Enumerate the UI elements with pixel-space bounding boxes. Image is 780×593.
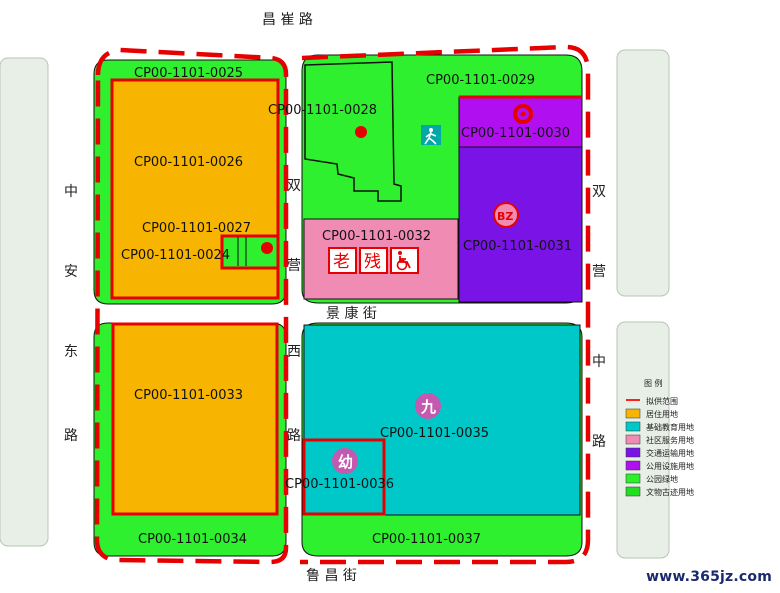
marker-dot-0028 xyxy=(355,126,367,138)
legend-label: 基础教育用地 xyxy=(646,422,694,432)
nine-year-school-symbol: 九 xyxy=(420,398,436,416)
parcel-label-0029: CP00-1101-0029 xyxy=(426,73,535,88)
nine-year-school-icon xyxy=(415,393,441,419)
bus-station-symbol: BZ xyxy=(497,210,513,223)
pedestrian-icon xyxy=(421,125,441,145)
legend-swatch xyxy=(625,473,641,484)
parcel-label-0026: CP00-1101-0026 xyxy=(134,155,243,170)
parcel-label-0028: CP00-1101-0028 xyxy=(268,103,377,118)
street-west-4: 路 xyxy=(64,428,78,444)
boundary-east xyxy=(300,44,591,565)
legend-swatch xyxy=(625,421,641,432)
parcel-label-0025: CP00-1101-0025 xyxy=(134,66,243,81)
parcel-label-0024: CP00-1101-0024 xyxy=(121,248,230,263)
legend-label: 拟供范围 xyxy=(646,396,678,406)
street-mid-3: 西 xyxy=(287,344,301,360)
disabled-care-symbol: 残 xyxy=(364,252,381,272)
street-west-1: 中 xyxy=(64,184,78,200)
parcel-label-0036: CP00-1101-0036 xyxy=(285,477,394,492)
legend-title: 图 例 xyxy=(644,378,663,388)
parcel-0031-area xyxy=(458,146,583,303)
parcel-0033-area xyxy=(112,323,278,515)
kindergarten-symbol: 幼 xyxy=(338,453,353,471)
street-west-2: 安 xyxy=(64,264,78,280)
parcel-label-0027: CP00-1101-0027 xyxy=(142,221,251,236)
street-east-4: 路 xyxy=(592,434,606,450)
parcel-label-0030: CP00-1101-0030 xyxy=(461,126,570,141)
bus-station-icon xyxy=(493,202,519,228)
legend-label: 交通运输用地 xyxy=(646,448,694,458)
parcel-label-0031: CP00-1101-0031 xyxy=(463,239,572,254)
legend-swatch xyxy=(625,434,641,445)
street-bottom: 鲁 昌 街 xyxy=(306,568,357,584)
legend-label: 公用设施用地 xyxy=(646,461,694,471)
kindergarten-icon xyxy=(332,448,358,474)
street-west-3: 东 xyxy=(64,344,78,360)
disabled-care-icon xyxy=(359,247,388,274)
elderly-care-icon xyxy=(328,247,357,274)
legend-label: 社区服务用地 xyxy=(646,435,694,445)
watermark: www.365jz.com xyxy=(646,569,772,585)
legend-label: 居住用地 xyxy=(646,409,678,419)
street-top: 昌 崔 路 xyxy=(262,12,313,28)
parcel-label-0034: CP00-1101-0034 xyxy=(138,532,247,547)
legend-label: 公园绿地 xyxy=(646,474,678,484)
street-mid-4: 路 xyxy=(287,428,301,444)
street-east-2: 营 xyxy=(592,264,606,280)
parcel-label-0033: CP00-1101-0033 xyxy=(134,388,243,403)
legend-swatch xyxy=(625,460,641,471)
east-block-north xyxy=(616,49,670,297)
legend-swatch xyxy=(625,447,641,458)
street-east-1: 双 xyxy=(592,184,606,200)
street-middle-horizontal: 景 康 街 xyxy=(326,305,377,322)
marker-dot-0024 xyxy=(261,242,273,254)
legend-swatch xyxy=(625,408,641,419)
parcel-label-0032: CP00-1101-0032 xyxy=(322,229,431,244)
street-east-3: 中 xyxy=(592,354,606,370)
parcel-label-0035: CP00-1101-0035 xyxy=(380,426,489,441)
west-block xyxy=(0,57,49,547)
legend-label: 文物古迹用地 xyxy=(646,487,694,497)
legend: 图 例 拟供范围居住用地基础教育用地社区服务用地交通运输用地公用设施用地公园绿地… xyxy=(625,378,694,497)
parcel-label-0037: CP00-1101-0037 xyxy=(372,532,481,547)
east-block-south xyxy=(616,321,670,559)
legend-swatch xyxy=(625,486,641,497)
street-mid-1: 双 xyxy=(287,178,301,194)
parcel-0028-area xyxy=(304,61,402,202)
street-mid-2: 营 xyxy=(287,258,301,274)
boundary-west xyxy=(94,47,289,565)
elderly-care-symbol: 老 xyxy=(333,252,350,272)
